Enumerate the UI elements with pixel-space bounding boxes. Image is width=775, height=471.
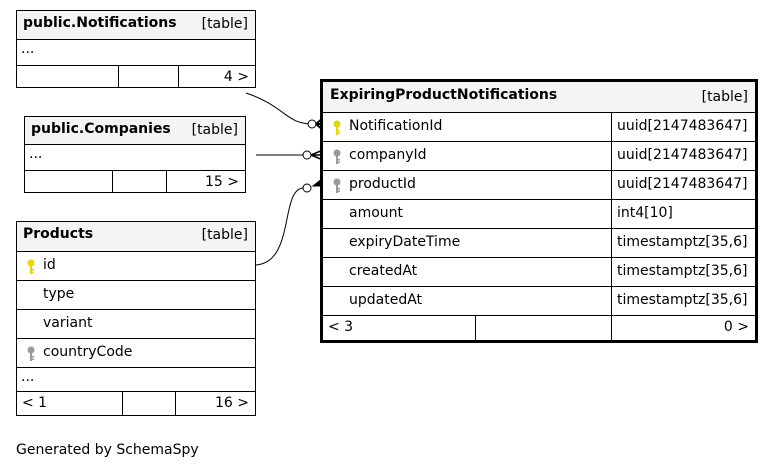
column-name: NotificationId bbox=[349, 118, 443, 134]
column-name: countryCode bbox=[43, 344, 133, 360]
column-type: timestamptz[35,6] bbox=[617, 263, 748, 279]
footer-divider bbox=[175, 392, 176, 415]
column-type: timestamptz[35,6] bbox=[617, 292, 748, 308]
column-row-notificationid[interactable]: NotificationId uuid[2147483647] bbox=[323, 113, 755, 142]
column-type: uuid[2147483647] bbox=[617, 118, 748, 134]
table-footer: 4 > bbox=[17, 66, 255, 87]
table-header: public.Notifications [table] bbox=[17, 11, 255, 40]
relation-products-optional-marker bbox=[302, 183, 312, 193]
foreign-key-icon bbox=[333, 178, 341, 193]
column-type: uuid[2147483647] bbox=[617, 176, 748, 192]
table-header: ExpiringProductNotifications [table] bbox=[323, 82, 755, 113]
parents-count-link[interactable]: < 3 bbox=[328, 319, 354, 335]
column-name: expiryDateTime bbox=[349, 234, 461, 250]
footer-divider bbox=[611, 316, 612, 341]
column-type: uuid[2147483647] bbox=[617, 147, 748, 163]
column-row-countrycode[interactable]: countryCode bbox=[17, 339, 255, 368]
table-type: [table] bbox=[191, 122, 238, 138]
table-public-companies[interactable]: public.Companies [table] ... 15 > bbox=[24, 116, 246, 193]
footer-divider bbox=[122, 392, 123, 415]
column-type-cell: uuid[2147483647] bbox=[611, 142, 755, 170]
column-type-cell: uuid[2147483647] bbox=[611, 171, 755, 199]
table-type: [table] bbox=[201, 16, 248, 32]
more-columns-row: ... bbox=[17, 368, 255, 392]
table-header: Products [table] bbox=[17, 222, 255, 252]
foreign-key-icon bbox=[333, 149, 341, 164]
column-row-createdat[interactable]: createdAt timestamptz[35,6] bbox=[323, 258, 755, 287]
column-name: amount bbox=[349, 205, 404, 221]
relation-notifications-optional-marker bbox=[307, 119, 317, 129]
column-name: type bbox=[43, 286, 75, 302]
table-products[interactable]: Products [table] id type variant country… bbox=[16, 221, 256, 416]
children-count-link[interactable]: 15 > bbox=[205, 174, 239, 190]
table-footer: < 3 0 > bbox=[323, 316, 755, 341]
column-row-updatedat[interactable]: updatedAt timestamptz[35,6] bbox=[323, 287, 755, 316]
footer-divider bbox=[118, 66, 119, 87]
table-type: [table] bbox=[701, 89, 748, 105]
more-columns-ellipsis: ... bbox=[21, 41, 35, 57]
footer-divider bbox=[475, 316, 476, 341]
column-row-variant[interactable]: variant bbox=[17, 310, 255, 339]
footer-divider bbox=[166, 171, 167, 192]
column-type: timestamptz[35,6] bbox=[617, 234, 748, 250]
parents-count-link[interactable]: < 1 bbox=[22, 395, 48, 411]
children-count-link[interactable]: 4 > bbox=[223, 69, 249, 85]
column-type: int4[10] bbox=[617, 205, 673, 221]
column-type-cell: timestamptz[35,6] bbox=[611, 258, 755, 286]
table-header: public.Companies [table] bbox=[25, 117, 245, 145]
primary-key-icon bbox=[333, 120, 341, 135]
table-public-notifications[interactable]: public.Notifications [table] ... 4 > bbox=[16, 10, 256, 88]
relation-products-line bbox=[255, 187, 304, 266]
children-count-link[interactable]: 0 > bbox=[723, 319, 749, 335]
column-name: id bbox=[43, 257, 56, 273]
more-columns-ellipsis: ... bbox=[21, 369, 35, 385]
column-type-cell: uuid[2147483647] bbox=[611, 113, 755, 141]
primary-key-icon bbox=[27, 259, 35, 274]
table-name: ExpiringProductNotifications bbox=[330, 87, 558, 103]
footer-divider bbox=[178, 66, 179, 87]
column-row-amount[interactable]: amount int4[10] bbox=[323, 200, 755, 229]
foreign-key-icon bbox=[27, 346, 35, 361]
relation-companies-optional-marker bbox=[302, 150, 312, 160]
table-name: public.Companies bbox=[31, 121, 171, 137]
column-name: updatedAt bbox=[349, 292, 423, 308]
column-name: createdAt bbox=[349, 263, 418, 279]
table-footer: 15 > bbox=[25, 171, 245, 192]
table-name: Products bbox=[23, 226, 94, 242]
table-expiring-product-notifications[interactable]: ExpiringProductNotifications [table] Not… bbox=[320, 79, 758, 343]
children-count-link[interactable]: 16 > bbox=[215, 395, 249, 411]
column-type-cell: timestamptz[35,6] bbox=[611, 287, 755, 315]
table-type: [table] bbox=[201, 227, 248, 243]
column-row-expirydatetime[interactable]: expiryDateTime timestamptz[35,6] bbox=[323, 229, 755, 258]
more-columns-row: ... bbox=[25, 145, 245, 171]
column-row-productid[interactable]: productId uuid[2147483647] bbox=[323, 171, 755, 200]
column-name: variant bbox=[43, 315, 93, 331]
relation-notifications-line bbox=[245, 92, 313, 125]
table-name: public.Notifications bbox=[23, 15, 177, 31]
column-row-companyid[interactable]: companyId uuid[2147483647] bbox=[323, 142, 755, 171]
column-row-id[interactable]: id bbox=[17, 252, 255, 281]
column-row-type[interactable]: type bbox=[17, 281, 255, 310]
column-name: companyId bbox=[349, 147, 427, 163]
table-footer: < 1 16 > bbox=[17, 392, 255, 415]
column-name: productId bbox=[349, 176, 416, 192]
footer-divider bbox=[112, 171, 113, 192]
column-type-cell: timestamptz[35,6] bbox=[611, 229, 755, 257]
generated-by-label: Generated by SchemaSpy bbox=[16, 442, 199, 458]
column-type-cell: int4[10] bbox=[611, 200, 755, 228]
more-columns-ellipsis: ... bbox=[29, 146, 43, 162]
more-columns-row: ... bbox=[17, 40, 255, 66]
